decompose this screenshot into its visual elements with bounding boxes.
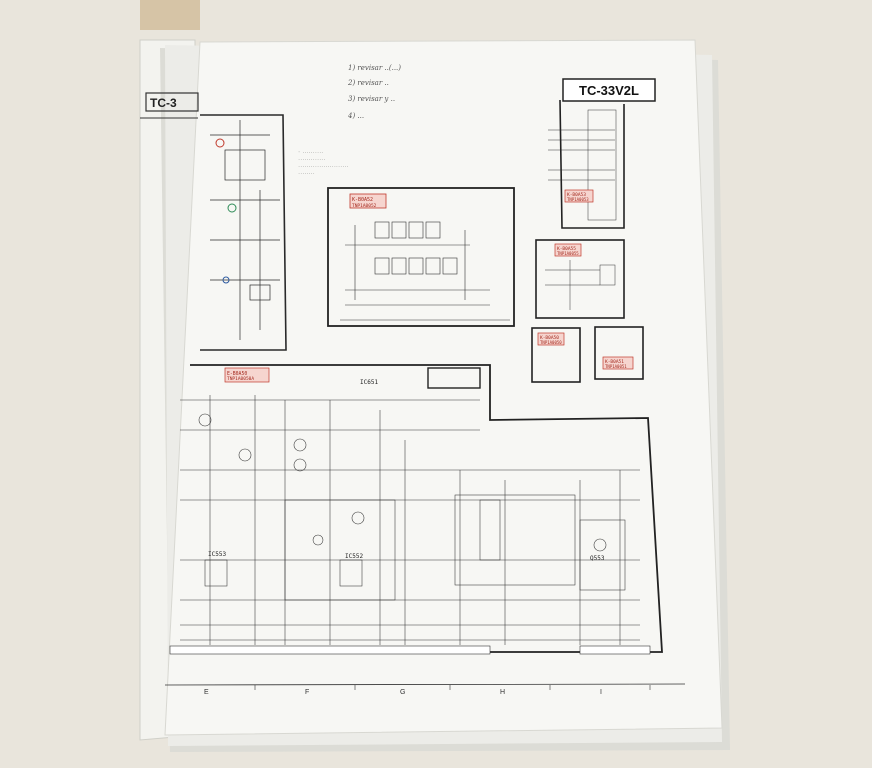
q553-label: Q553: [590, 555, 605, 562]
ic651-label: IC651: [360, 379, 378, 386]
tag-k-b0a51: K-B0A51: [605, 359, 624, 365]
board-right-top: K-B0A53 TNP1A0053: [548, 99, 625, 229]
ic552-label: IC552: [345, 553, 363, 560]
svg-text:........................: ........................: [298, 164, 349, 168]
svg-text:TNP1A0052: TNP1A0052: [352, 203, 377, 209]
circuit-traces: [180, 395, 640, 645]
brown-paper-edge: [140, 0, 200, 30]
grid-letter-h: H: [500, 689, 505, 696]
tag-e-b0a50: E-B0A50: [227, 371, 247, 377]
tag-k-b0a52: K-B0A52: [352, 197, 373, 203]
grid-letters: E F G H I: [204, 689, 602, 696]
model-label: TC-33V2L: [579, 83, 639, 98]
svg-text:TNP1A0051: TNP1A0051: [605, 364, 627, 369]
tag-k-b0a53: K-B0A53: [567, 192, 586, 198]
left-sheet-label: TC-3: [150, 96, 177, 110]
note-1: 1) revisar ..(...): [348, 64, 401, 72]
svg-text:TNP1A0053: TNP1A0053: [567, 197, 589, 202]
svg-text:........: ........: [298, 171, 315, 175]
left-sheet-label-box: [145, 92, 199, 112]
note-3: 3) revisar y ..: [348, 95, 395, 103]
tag-k-b0a50: K-B0A50: [540, 335, 559, 341]
board-main-lower: E-B0A50 TNP1A0050A: [169, 364, 663, 655]
board-small-2: K-B0A51 TNP1A0051: [594, 326, 644, 380]
board-k-b0a52: K-B0A52 TNP1A0052: [327, 187, 515, 327]
handwritten-notes: 1) revisar ..(...) 2) revisar .. 3) revi…: [347, 64, 401, 120]
connector-strip: [169, 645, 651, 655]
svg-text:· ..........: · ..........: [298, 150, 323, 154]
svg-text:.............: .............: [298, 157, 325, 161]
board-right-middle: K-B0A55 TNP1A0055: [535, 239, 625, 319]
model-label-box: [562, 78, 656, 102]
grid-letter-i: I: [600, 689, 602, 696]
grid-letter-f: F: [305, 689, 309, 696]
grid-letter-e: E: [204, 689, 209, 696]
note-2: 2) revisar ..: [347, 79, 389, 87]
ic553-label: IC553: [208, 551, 226, 558]
board-upper-left: [200, 114, 287, 351]
svg-text:TNP1A0050: TNP1A0050: [540, 340, 562, 345]
svg-text:TNP1A0050A: TNP1A0050A: [227, 376, 254, 382]
board-small-1: K-B0A50 TNP1A0050: [531, 327, 581, 383]
grid-letter-g: G: [400, 689, 405, 696]
small-text-block: · .......... ............. .............…: [298, 150, 349, 175]
note-4: 4) ...: [347, 112, 364, 120]
tag-k-b0a55: K-B0A55: [557, 246, 576, 252]
ic-labels: IC651 IC552 IC553 Q553: [208, 379, 605, 562]
svg-text:TNP1A0055: TNP1A0055: [557, 251, 579, 256]
